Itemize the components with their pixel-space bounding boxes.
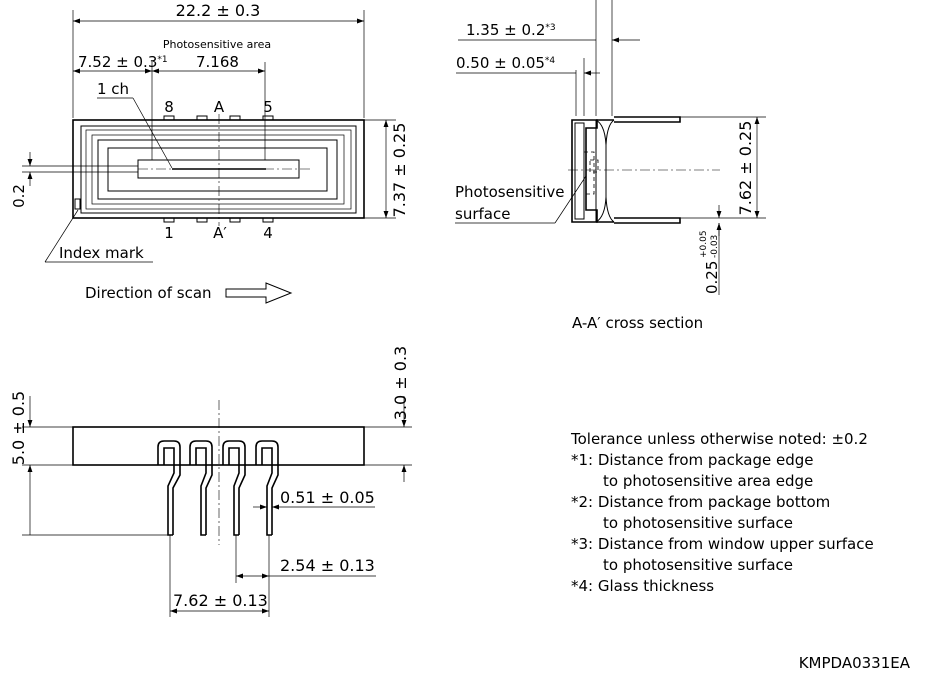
lead-height-dimension: 3.0 ± 0.3 (391, 346, 410, 420)
note-1b: to photosensitive area edge (603, 472, 813, 490)
height-dimension: 7.37 ± 0.25 (390, 123, 409, 218)
lead-thickness-minus: -0.03 (710, 235, 720, 258)
lead-thickness-plus: +0.05 (699, 230, 709, 258)
pin-5-label: 5 (263, 98, 273, 116)
photosensitive-area-label: Photosensitive area (163, 38, 271, 51)
side-view: 5.0 ± 0.5 3.0 ± 0.3 0.51 ± 0.05 2.54 ± 0… (9, 346, 412, 617)
side-lead-3 (222, 440, 246, 536)
slit-dimension: 0.2 (10, 184, 28, 208)
top-view: 22.2 ± 0.3 Photosensitive area 7.52 ± 0.… (10, 1, 409, 304)
package-outline (72, 119, 365, 219)
index-mark (74, 198, 81, 210)
area-dimension: 7.168 (196, 53, 239, 71)
cross-section-caption: A-A′ cross section (572, 314, 703, 332)
pin-a-prime-label: A′ (213, 224, 227, 242)
glass-thickness-dimension: 0.50 ± 0.05*4 (456, 54, 555, 72)
side-body (72, 426, 365, 466)
note-1a: *1: Distance from package edge (571, 451, 814, 469)
note-2a: *2: Distance from package bottom (571, 493, 830, 511)
document-code: KMPDA0331EA (799, 654, 911, 672)
offset-dimension: 7.52 ± 0.3*1 (78, 53, 168, 71)
side-lead-4 (255, 440, 279, 536)
cross-section-lead-bottom (614, 217, 681, 224)
tolerance-note: Tolerance unless otherwise noted: ±0.2 (570, 430, 868, 448)
note-2b: to photosensitive surface (603, 514, 793, 532)
cross-section-body (571, 119, 598, 223)
index-mark-label: Index mark (59, 244, 144, 262)
channel-label: 1 ch (97, 80, 129, 98)
note-3a: *3: Distance from window upper surface (571, 535, 874, 553)
notes: Tolerance unless otherwise noted: ±0.2 *… (570, 430, 874, 595)
body-height-dimension: 5.0 ± 0.5 (9, 391, 28, 465)
window-depth-dimension: 1.35 ± 0.2*3 (466, 21, 556, 39)
pin-4-label: 4 (263, 224, 273, 242)
pin-1-label: 1 (164, 224, 174, 242)
side-lead-1 (157, 440, 181, 536)
pitch-dimension: 2.54 ± 0.13 (280, 556, 375, 575)
row-spacing-dimension: 7.62 ± 0.13 (173, 591, 268, 610)
lead-width-dimension: 0.51 ± 0.05 (280, 488, 375, 507)
scan-direction-arrow (225, 282, 293, 304)
cross-section-lead-top (614, 116, 681, 123)
note-4: *4: Glass thickness (571, 577, 714, 595)
scan-direction-label: Direction of scan (85, 284, 212, 302)
cross-section-view: 1.35 ± 0.2*3 0.50 ± 0.05*4 Photosensitiv… (455, 0, 766, 332)
photosensitive-surface-label: Photosensitive (455, 183, 564, 201)
cross-section-height-dimension: 7.62 ± 0.25 (736, 121, 755, 216)
photosensitive-surface-label-2: surface (455, 205, 510, 223)
width-dimension: 22.2 ± 0.3 (176, 1, 261, 20)
side-lead-2 (189, 440, 213, 536)
lead-thickness-dimension: 0.25 (703, 261, 721, 294)
pin-8-label: 8 (164, 98, 174, 116)
pin-a-label: A (214, 98, 225, 116)
note-3b: to photosensitive surface (603, 556, 793, 574)
